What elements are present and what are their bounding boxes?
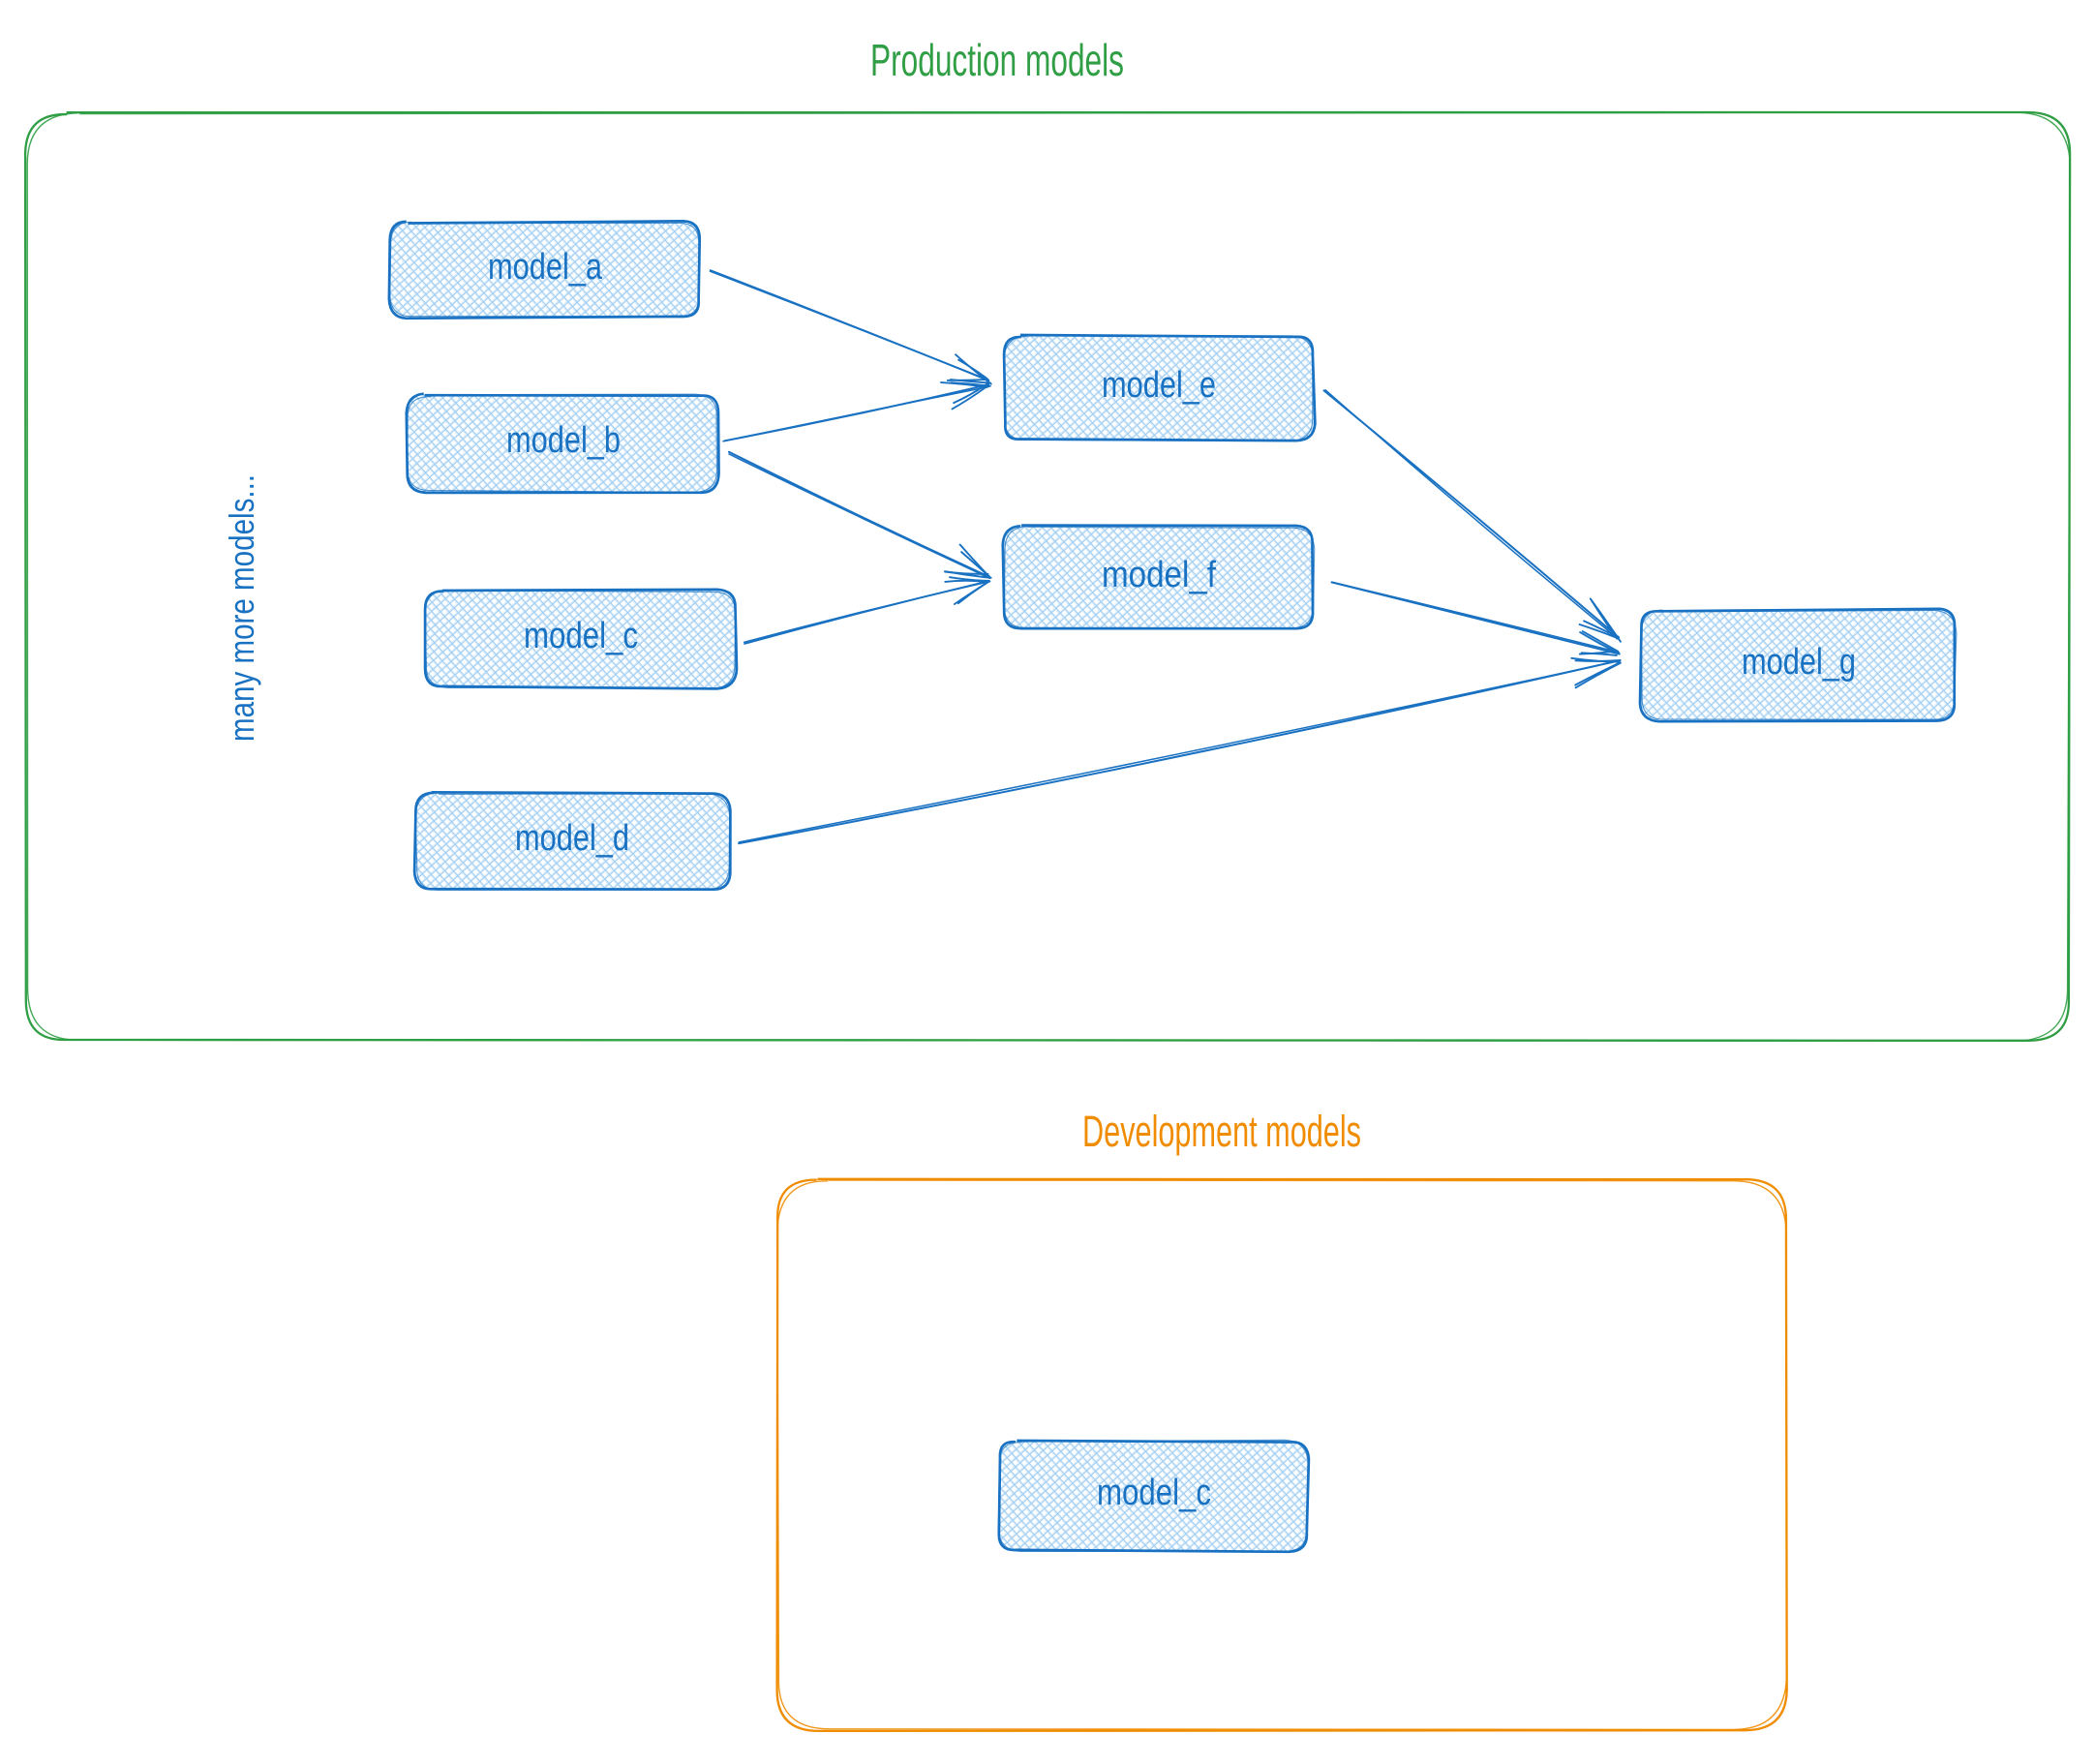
svg-text:model_c: model_c — [1097, 1473, 1211, 1513]
svg-text:model_e: model_e — [1102, 365, 1216, 406]
svg-text:Production models: Production models — [870, 35, 1124, 85]
svg-text:model_b: model_b — [506, 420, 621, 461]
svg-text:model_d: model_d — [515, 818, 629, 859]
svg-text:Development models: Development models — [1082, 1107, 1361, 1156]
svg-text:model_g: model_g — [1742, 642, 1856, 683]
svg-text:many more models...: many more models... — [222, 474, 261, 742]
svg-text:model_a: model_a — [488, 247, 603, 288]
svg-text:model_f: model_f — [1102, 555, 1216, 595]
svg-text:model_c: model_c — [524, 616, 638, 656]
